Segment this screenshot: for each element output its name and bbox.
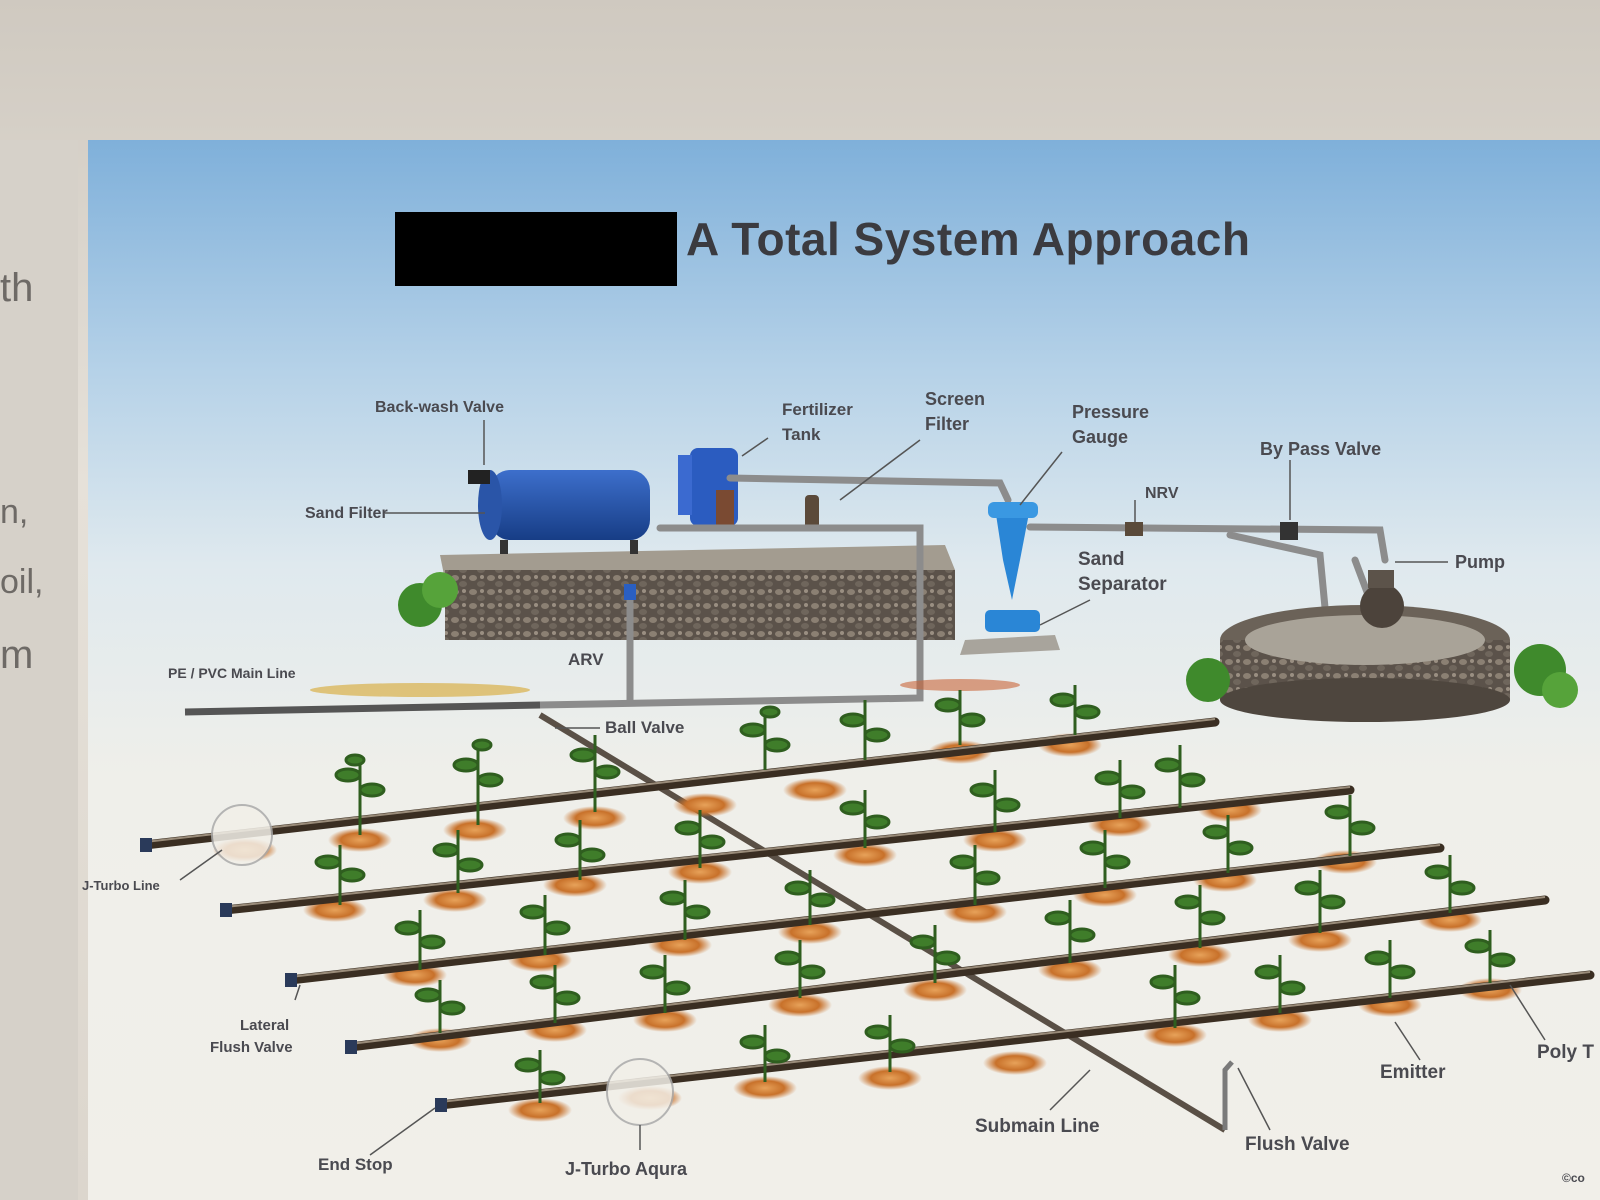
- label-bypass-valve: By Pass Valve: [1260, 439, 1381, 459]
- label-lateral-flush-valve: Flush Valve: [210, 1039, 293, 1056]
- water-well: [1220, 605, 1510, 722]
- pump: [1360, 570, 1404, 628]
- label-flush-valve: Flush Valve: [1245, 1134, 1350, 1155]
- label-j-turbo-line: J-Turbo Line: [82, 878, 160, 893]
- label-lateral-flush-valve: Lateral: [240, 1017, 289, 1034]
- sand-filter-tank: [468, 470, 650, 554]
- label-pump: Pump: [1455, 552, 1505, 572]
- label-ball-valve: Ball Valve: [605, 718, 684, 737]
- label-j-turbo-aqura: J-Turbo Aqura: [565, 1159, 688, 1179]
- label-screen-filter: Filter: [925, 414, 969, 434]
- label-screen-filter: Screen: [925, 389, 985, 409]
- bypass-valve: [1280, 522, 1298, 540]
- label-pressure-gauge: Gauge: [1072, 427, 1128, 447]
- label-poly-tube: Poly T: [1537, 1042, 1594, 1063]
- label-arv: ARV: [568, 650, 604, 669]
- label-pressure-gauge: Pressure: [1072, 402, 1149, 422]
- label-emitter: Emitter: [1380, 1062, 1446, 1083]
- label-sand-separator: Sand: [1078, 549, 1124, 570]
- copyright-text: ©co: [1562, 1171, 1585, 1185]
- label-fertilizer-tank: Fertilizer: [782, 400, 853, 419]
- filter-platform: [440, 545, 955, 640]
- label-main-line: PE / PVC Main Line: [168, 665, 296, 681]
- label-submain-line: Submain Line: [975, 1116, 1100, 1137]
- label-nrv: NRV: [1145, 485, 1179, 502]
- label-end-stop: End Stop: [318, 1155, 393, 1174]
- plants: [316, 685, 1514, 1103]
- label-fertilizer-tank: Tank: [782, 425, 821, 444]
- air-release-valve: [624, 584, 636, 600]
- label-sand-filter: Sand Filter: [305, 505, 388, 522]
- fertilizer-tank: [678, 448, 738, 530]
- label-backwash-valve: Back-wash Valve: [375, 399, 504, 416]
- nrv-valve: [1125, 522, 1143, 536]
- label-sand-separator: Separator: [1078, 574, 1167, 595]
